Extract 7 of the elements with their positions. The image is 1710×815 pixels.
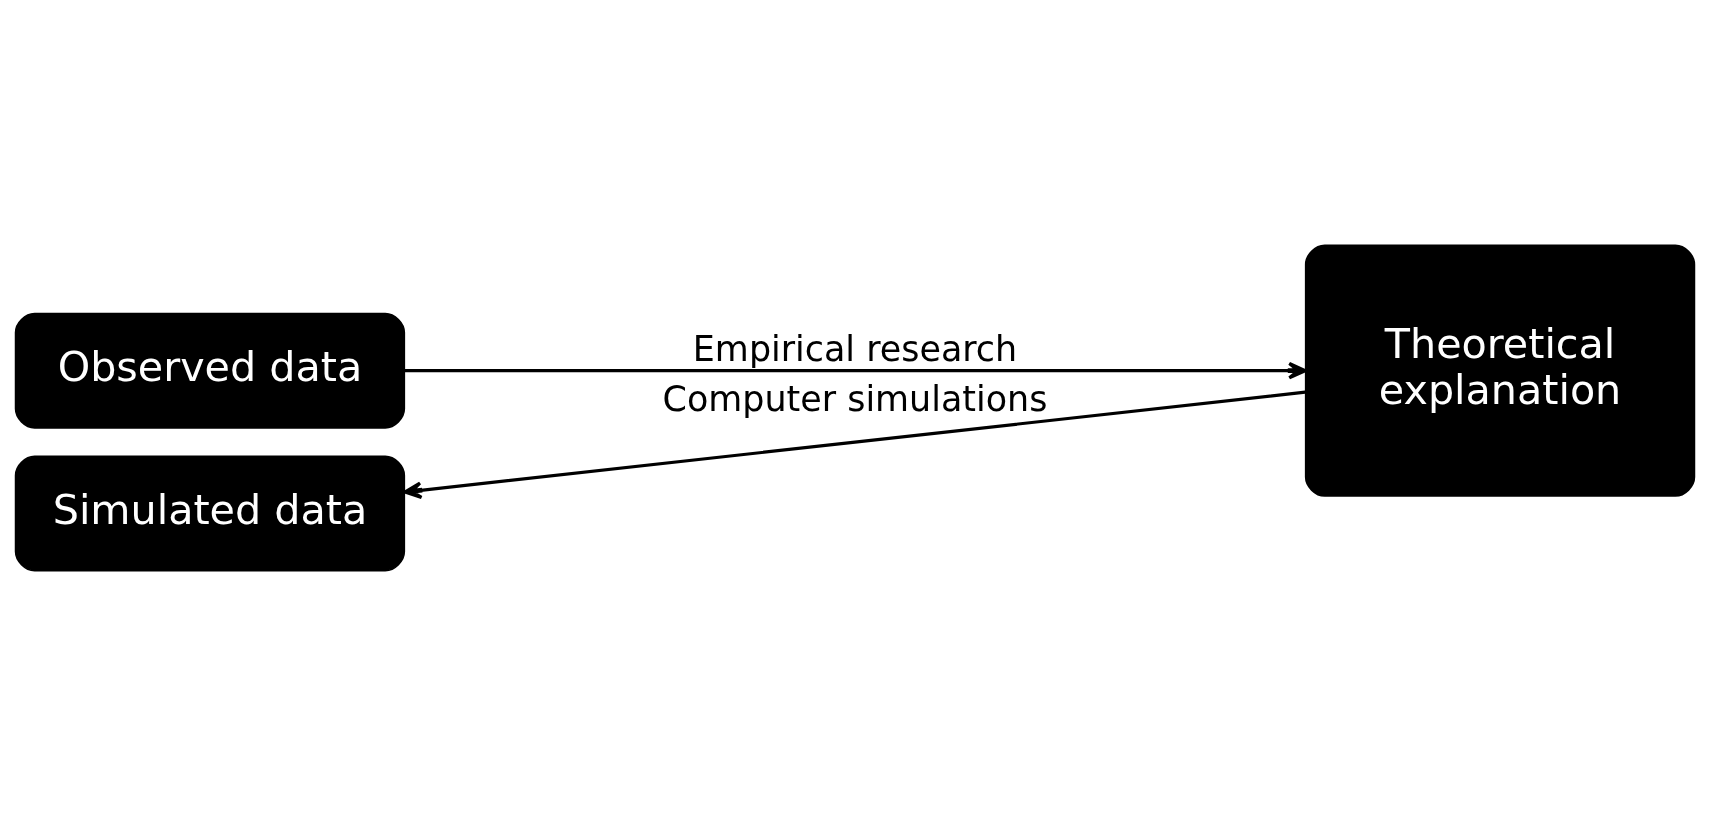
arrow (404, 361, 1307, 379)
node-box: Observed data (14, 312, 406, 429)
node-box: Theoretical explanation (1304, 244, 1696, 497)
edge-label: Empirical research (692, 328, 1018, 369)
node-box: Simulated data (14, 455, 406, 571)
edge-label: Computer simulations (662, 378, 1048, 419)
arrow (403, 390, 1306, 499)
